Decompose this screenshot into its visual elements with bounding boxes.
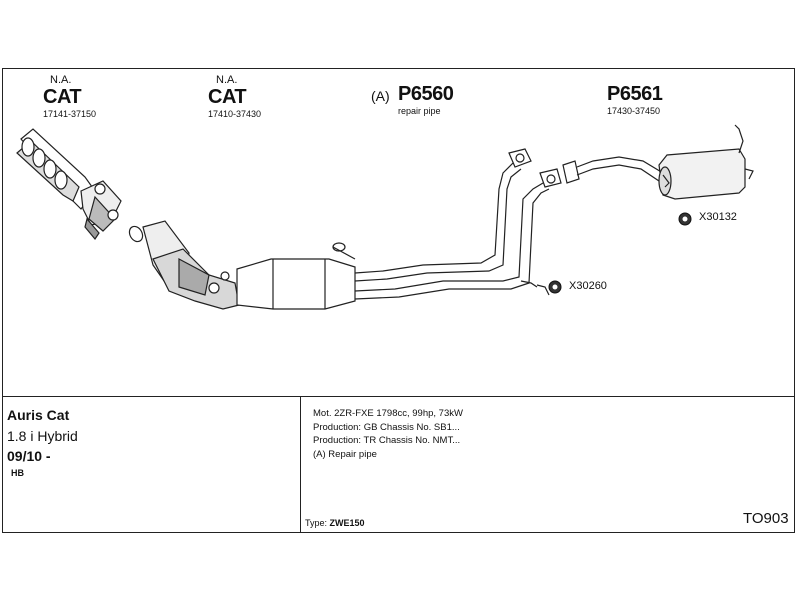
vehicle-body: HB: [11, 468, 24, 478]
note-line: Mot. 2ZR-FXE 1798cc, 99hp, 73kW: [313, 408, 463, 419]
catalytic-converter: [128, 220, 356, 310]
type-label: Type:: [305, 518, 328, 528]
type-line: Type: ZWE150: [305, 519, 365, 528]
manifold-cat: [16, 128, 122, 241]
cat2-range: 17410-37430: [208, 109, 262, 119]
cat1-range: 17141-37150: [43, 109, 97, 119]
p6560-sub: repair pipe: [398, 106, 441, 116]
hanger-x30132: [662, 174, 692, 226]
p6560-code: P6560: [398, 83, 454, 105]
p6560-prefix: (A): [371, 88, 390, 104]
cat2-na: N.A.: [216, 74, 238, 86]
horizontal-divider: [3, 396, 794, 397]
vertical-divider: [300, 396, 301, 533]
type-value: ZWE150: [329, 518, 365, 528]
cat1-na: N.A.: [50, 74, 72, 86]
exhaust-drawing: [16, 124, 754, 310]
exhaust-diagram: N.A. CAT 17141-37150 N.A. CAT 17410-3743…: [3, 69, 794, 396]
vehicle-year: 09/10 -: [7, 448, 51, 464]
cat1-code: CAT: [43, 86, 82, 108]
reference-code: TO903: [743, 510, 789, 527]
vehicle-engine: 1.8 i Hybrid: [7, 428, 78, 444]
notes-block: Mot. 2ZR-FXE 1798cc, 99hp, 73kW Producti…: [313, 407, 463, 461]
repair-pipe: [332, 148, 562, 300]
x30132-label: X30132: [699, 211, 737, 223]
note-line: (A) Repair pipe: [313, 448, 377, 460]
note-line: Production: TR Chassis No. NMT...: [313, 435, 461, 446]
p6561-code: P6561: [607, 83, 663, 105]
hanger-x30260: [536, 280, 562, 296]
vehicle-title: Auris Cat: [7, 407, 70, 423]
diagram-frame: N.A. CAT 17141-37150 N.A. CAT 17410-3743…: [2, 68, 795, 533]
rear-silencer: [562, 124, 754, 200]
note-line: Production: GB Chassis No. SB1...: [313, 421, 460, 433]
x30260-label: X30260: [569, 280, 607, 292]
cat2-code: CAT: [208, 86, 247, 108]
p6561-range: 17430-37450: [607, 106, 661, 116]
